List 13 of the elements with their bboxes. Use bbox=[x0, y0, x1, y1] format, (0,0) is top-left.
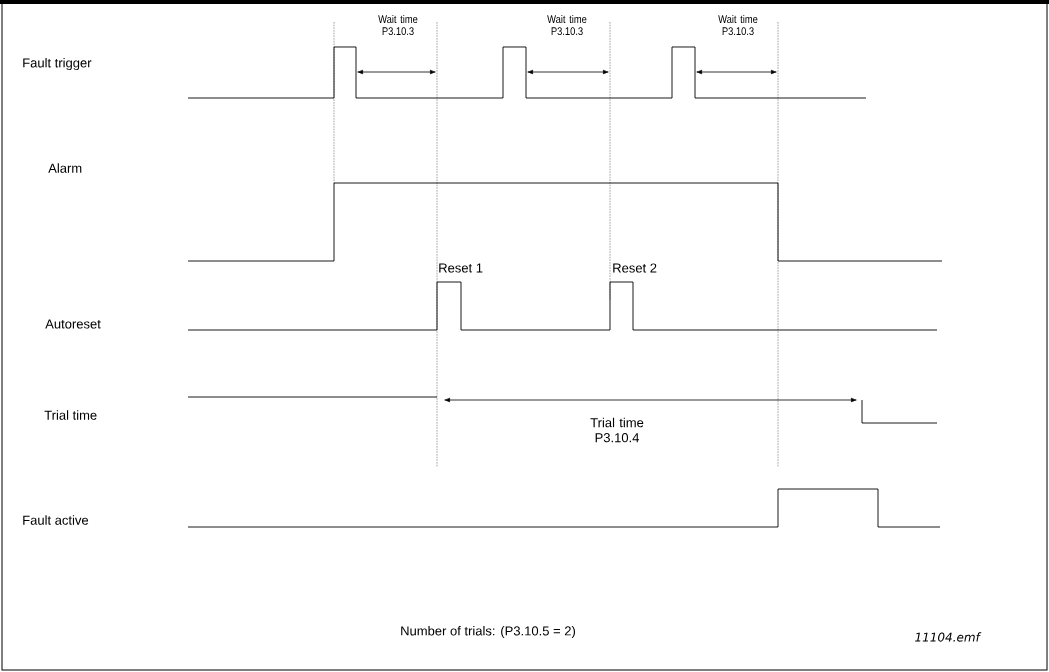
reset-label: Reset 2 bbox=[613, 263, 657, 273]
signal-name: Fault trigger bbox=[23, 57, 92, 71]
trial-time-label: Trial time P3.10.4 bbox=[590, 417, 644, 443]
signal-name: Autoreset bbox=[45, 319, 101, 329]
signal-name: Trial time bbox=[44, 410, 97, 420]
signal-name: Fault active bbox=[23, 515, 89, 525]
wait-time-label: Wait time P3.10.3 bbox=[547, 14, 587, 36]
wait-time-label: Wait time P3.10.3 bbox=[378, 14, 418, 36]
signal-name: Alarm bbox=[48, 163, 82, 173]
file-name: 11104.emf bbox=[915, 632, 982, 642]
wait-time-label: Wait time P3.10.3 bbox=[718, 14, 758, 36]
footnote: Number of trials: (P3.10.5 = 2) bbox=[401, 625, 576, 639]
reset-label: Reset 1 bbox=[439, 263, 483, 273]
